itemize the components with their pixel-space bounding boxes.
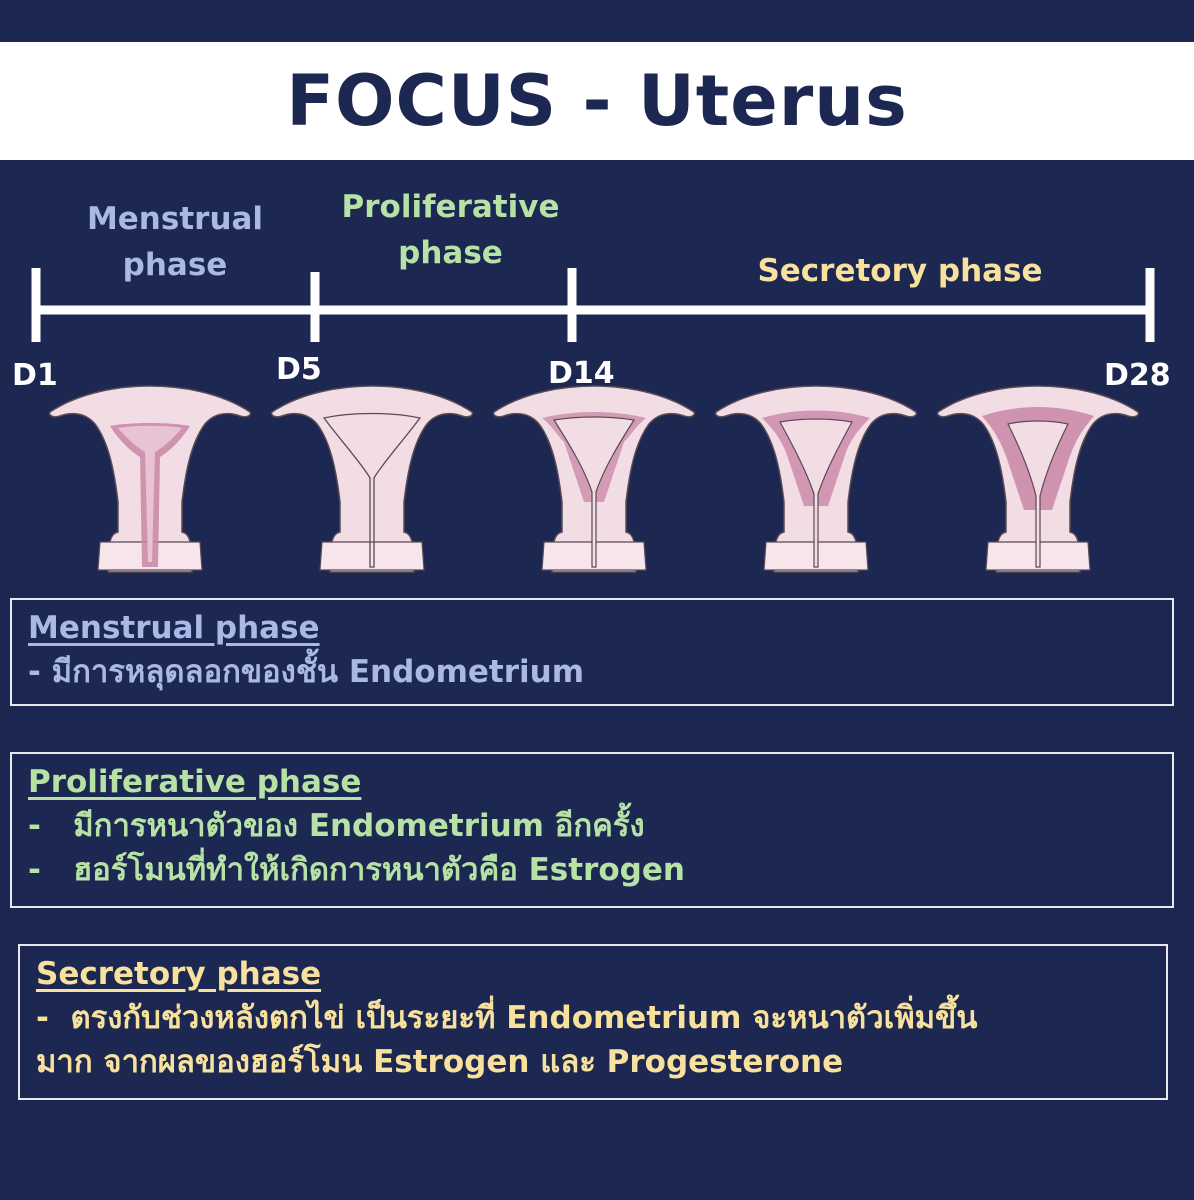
secretory-box-title: Secretory phase bbox=[36, 956, 322, 992]
uterus-stage-early-secretory bbox=[714, 385, 918, 573]
cycle-timeline bbox=[31, 268, 1155, 342]
day-d14: D14 bbox=[548, 356, 615, 391]
proliferative-box-title: Proliferative phase bbox=[28, 764, 362, 800]
proliferative-phase-label: Proliferative phase bbox=[318, 184, 583, 276]
menstrual-box-line: - มีการหลุดลอกของชั้น Endometrium bbox=[28, 654, 585, 690]
proliferative-box-line: - มีการหนาตัวของ Endometrium อีกครั้ง bbox=[28, 808, 645, 844]
uterus-stage-late-secretory bbox=[936, 385, 1140, 573]
menstrual-label-line2: phase bbox=[122, 247, 228, 283]
uterus-stage-late-proliferative bbox=[492, 385, 696, 573]
menstrual-info-box: Menstrual phase - มีการหลุดลอกของชั้น En… bbox=[10, 598, 1174, 706]
proliferative-label-line2: phase bbox=[398, 235, 503, 271]
menstrual-phase-label: Menstrual phase bbox=[60, 196, 290, 288]
page-title: FOCUS - Uterus bbox=[286, 60, 908, 142]
uterus-stage-menstrual bbox=[48, 385, 252, 573]
secretory-phase-label: Secretory phase bbox=[757, 253, 1043, 289]
secretory-box-line: มาก จากผลของฮอร์โมน Estrogen และ Progest… bbox=[36, 1044, 844, 1080]
uterus-stages-illustration bbox=[48, 385, 1140, 573]
proliferative-label-line1: Proliferative bbox=[341, 189, 560, 225]
uterus-stage-early-proliferative bbox=[270, 385, 474, 573]
title-banner: FOCUS - Uterus bbox=[0, 42, 1194, 160]
secretory-box-line: - ตรงกับช่วงหลังตกไข่ เป็นระยะที่ Endome… bbox=[36, 1000, 978, 1036]
day-d28: D28 bbox=[1104, 358, 1171, 393]
menstrual-box-title: Menstrual phase bbox=[28, 610, 320, 646]
day-d1: D1 bbox=[12, 358, 58, 393]
proliferative-info-box: Proliferative phase - มีการหนาตัวของ End… bbox=[10, 752, 1174, 908]
menstrual-label-line1: Menstrual bbox=[86, 201, 264, 237]
secretory-info-box: Secretory phase - ตรงกับช่วงหลังตกไข่ เป… bbox=[18, 944, 1168, 1100]
day-d5: D5 bbox=[276, 352, 322, 387]
proliferative-box-line: - ฮอร์โมนที่ทำให้เกิดการหนาตัวคือ Estrog… bbox=[28, 852, 685, 888]
